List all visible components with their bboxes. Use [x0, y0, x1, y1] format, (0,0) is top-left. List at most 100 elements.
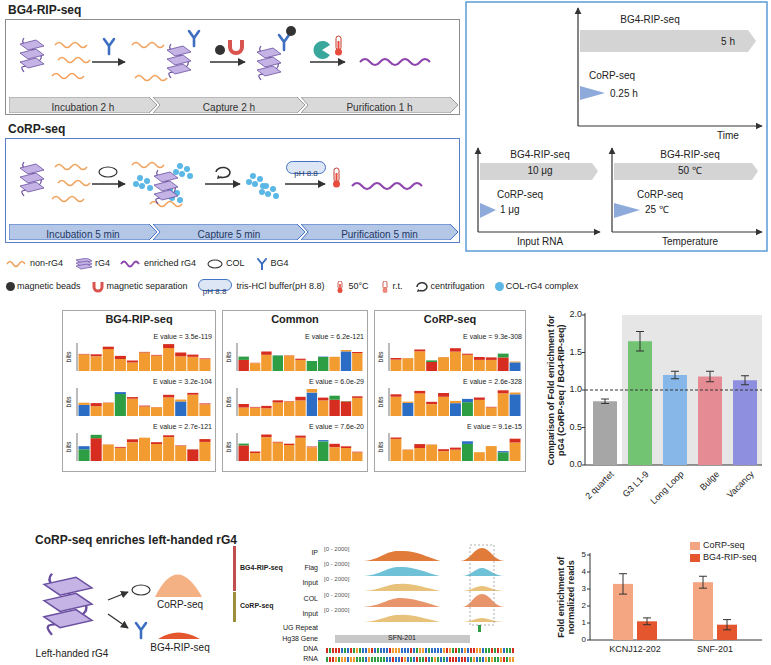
label: [0 - 2000] — [324, 607, 349, 614]
logo-letter — [462, 399, 473, 402]
band-text: Incubation 2 h — [52, 100, 115, 116]
sequence-base — [329, 648, 331, 653]
logo-letter — [307, 361, 317, 362]
logo-letter — [474, 452, 485, 461]
logo-letter — [187, 355, 198, 357]
logo-letter — [474, 398, 485, 400]
sequence-base — [335, 648, 337, 653]
logo-letter — [127, 363, 138, 372]
logo-axis — [77, 388, 78, 416]
logo-letter — [510, 394, 521, 416]
logo-letter — [187, 449, 198, 450]
logo-letter — [450, 348, 461, 351]
sequence-base — [353, 657, 355, 662]
logo-letter — [115, 448, 126, 461]
label: Time — [717, 130, 739, 142]
sequence-base — [362, 657, 364, 662]
logo-letter — [438, 397, 449, 416]
label: [0 - 2000] — [324, 576, 349, 583]
logo-letter — [486, 407, 497, 416]
logo-letter — [307, 361, 317, 371]
label: E value = 9.1e-15 — [467, 423, 522, 431]
label: CoRP-seq enriches left-handed rG4 — [35, 534, 237, 548]
panel-heading: CoRP-seq — [375, 313, 525, 325]
logo-letter — [115, 359, 126, 371]
tick — [582, 427, 585, 428]
logo-letter — [391, 439, 402, 461]
sequence-base — [365, 657, 367, 662]
label: BG4-RIP-seq — [240, 564, 283, 572]
logo-letter — [462, 402, 473, 416]
logo-letter — [127, 399, 138, 416]
sequence-base — [356, 648, 358, 653]
logo-letter — [414, 350, 425, 352]
logo-letter — [284, 401, 294, 403]
logo-letter — [103, 347, 114, 349]
logo-letter — [462, 444, 473, 461]
logo-letter — [498, 452, 509, 461]
sequence-base — [491, 648, 493, 653]
sequence-base — [350, 657, 352, 662]
logo-letter — [307, 446, 317, 448]
logo-letter — [175, 353, 186, 357]
sequence-base — [467, 648, 469, 653]
logo-letter — [261, 352, 271, 355]
sequence-base — [446, 648, 448, 653]
sequence-base — [398, 648, 400, 653]
sequence-base — [440, 657, 442, 662]
sequence-base — [476, 657, 478, 662]
legend-item: magnetic beads — [6, 279, 81, 292]
logo-letter — [402, 358, 413, 371]
logo-letter — [318, 440, 328, 441]
sequence-base — [368, 648, 370, 653]
legend-icon — [91, 281, 105, 293]
label: Input — [302, 579, 318, 587]
sequence-base — [500, 648, 502, 653]
legend-item: magnetic separation — [91, 279, 188, 292]
label: E value = 7.6e-20 — [309, 423, 364, 431]
tick — [587, 589, 590, 590]
step-band: Purification 5 min — [301, 224, 458, 240]
bar — [733, 380, 757, 465]
logo-axis — [237, 433, 238, 461]
logo-letter — [139, 438, 150, 461]
label: 1 μg — [500, 204, 520, 216]
axis-title: bits — [65, 392, 73, 412]
label: 3 — [582, 584, 586, 593]
band-text: Incubation 5 min — [46, 227, 119, 243]
logo-letter — [341, 446, 351, 448]
band-text: Purification 1 h — [346, 100, 412, 116]
axis-title: bits — [65, 437, 73, 457]
sequence-base — [413, 648, 415, 653]
logo-letter — [462, 441, 473, 444]
label: BG4-RIP-seq — [660, 149, 719, 161]
panel-heading: Common — [223, 313, 367, 325]
method-heading: CoRP-seq — [8, 122, 65, 136]
logo-letter — [438, 449, 449, 451]
label: 2 — [582, 601, 586, 610]
error-bar — [699, 576, 707, 588]
label: 2.0 — [569, 309, 582, 319]
legend-text: centrifugation — [431, 280, 485, 293]
logo-letter — [426, 402, 437, 404]
logo-letter — [510, 443, 521, 462]
legend-icon — [73, 258, 93, 270]
logo-letter — [163, 395, 174, 398]
legend-item: rG4 — [73, 256, 110, 269]
logo-letter — [199, 439, 210, 442]
error-bar — [643, 618, 651, 625]
legend-text: BG4 — [271, 257, 289, 270]
label: CoRP-seq — [157, 599, 203, 611]
logo-letter — [391, 394, 402, 396]
error-bar — [741, 376, 749, 385]
logo-letter — [341, 401, 351, 416]
sequence-base — [338, 657, 340, 662]
sequence-base — [461, 648, 463, 653]
step-band: Purification 1 h — [301, 97, 458, 113]
axis-title: Comparison of Fold enrichment for pG4 (C… — [546, 305, 567, 475]
logo-axis — [389, 343, 390, 371]
logo-letter — [414, 448, 425, 461]
label: Left-handed rG4 — [36, 648, 109, 660]
logo-letter — [239, 444, 249, 446]
logo-letter — [329, 447, 339, 461]
